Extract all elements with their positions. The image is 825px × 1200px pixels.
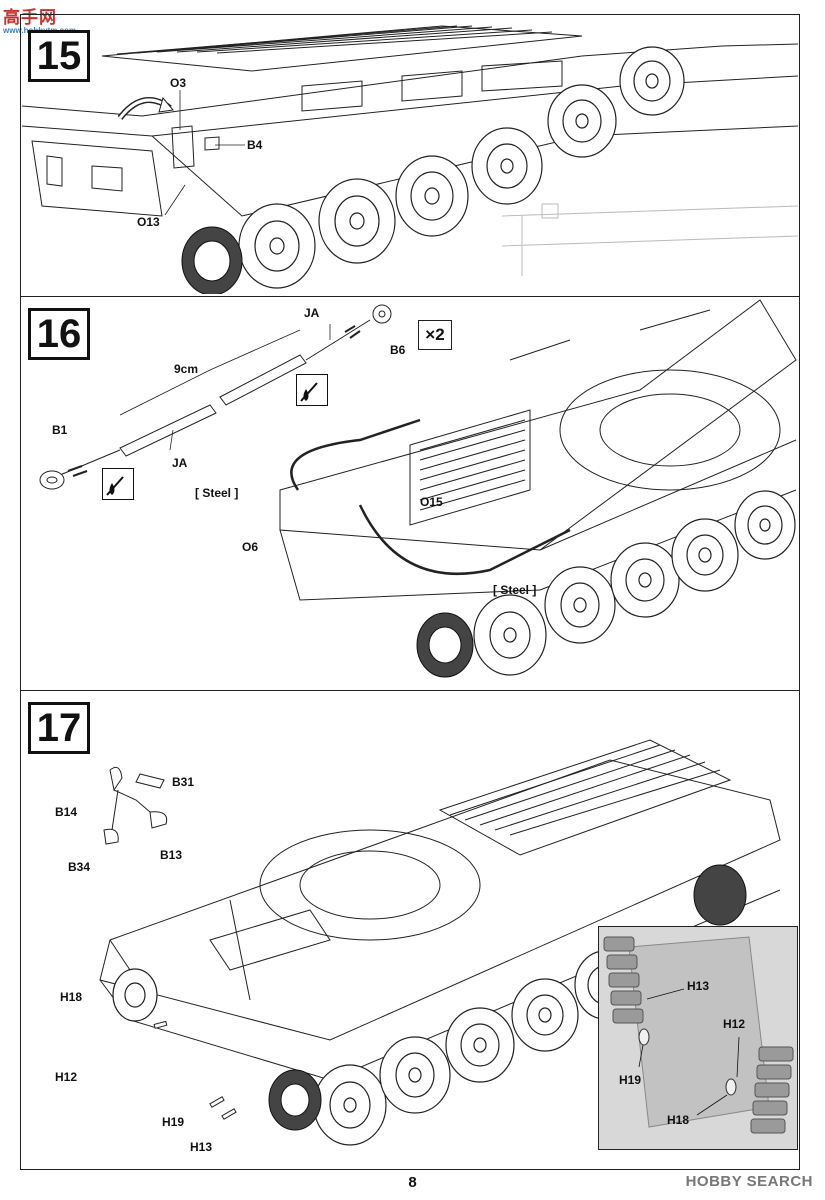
part-label-h19: H19 [162, 1115, 185, 1129]
steel-label-right: [ Steel ] [493, 583, 537, 597]
step15-hull-drawing [22, 25, 798, 294]
part-label-ja-bottom: JA [172, 456, 188, 470]
part-label-b14: B14 [55, 805, 78, 819]
glue-drop-icon [296, 374, 328, 406]
step-number-16: 16 [28, 308, 90, 360]
glue-drop-icon [102, 468, 134, 500]
step16-hull-drawing [279, 299, 797, 678]
part-label-b13: B13 [160, 848, 183, 862]
inset-label-h19: H19 [619, 1073, 642, 1087]
part-label-b34: B34 [68, 860, 91, 874]
steel-label-left: [ Steel ] [195, 486, 239, 500]
inset-label-h13: H13 [687, 979, 710, 993]
watermark-main: 高手网 [3, 8, 57, 27]
detail-photo [599, 927, 797, 1149]
detail-photo-inset: H13 H12 H19 H18 [598, 926, 798, 1150]
part-label-o3: O3 [170, 76, 187, 90]
part-label-b31: B31 [172, 775, 195, 789]
part-label-o15: O15 [420, 495, 443, 509]
part-label-b6: B6 [390, 343, 406, 357]
part-label-o6: O6 [242, 540, 259, 554]
cable-length-label: 9cm [174, 362, 199, 376]
part-label-o13: O13 [137, 215, 160, 229]
part-label-b4: B4 [247, 138, 263, 152]
page-number: 8 [408, 1174, 417, 1191]
part-label-h12: H12 [55, 1070, 78, 1084]
step-number-15: 15 [28, 30, 90, 82]
part-label-h13: H13 [190, 1140, 213, 1154]
part-label-h18: H18 [60, 990, 83, 1004]
inset-label-h18: H18 [667, 1113, 690, 1127]
step-divider [20, 296, 800, 297]
inset-label-h12: H12 [723, 1017, 746, 1031]
step15-leader-lines [164, 90, 245, 216]
quantity-multiplier: ×2 [418, 320, 452, 350]
tow-cable-diagram [39, 304, 392, 490]
part-label-b1: B1 [52, 423, 68, 437]
step-number-17: 17 [28, 702, 90, 754]
page-frame [20, 14, 800, 1170]
rotate-arrow-icon [117, 96, 174, 120]
step-divider [20, 690, 800, 691]
hinge-parts-diagram [103, 766, 168, 845]
watermark-bottom-right: HOBBY SEARCH [685, 1173, 813, 1190]
part-label-ja-top: JA [304, 306, 320, 320]
